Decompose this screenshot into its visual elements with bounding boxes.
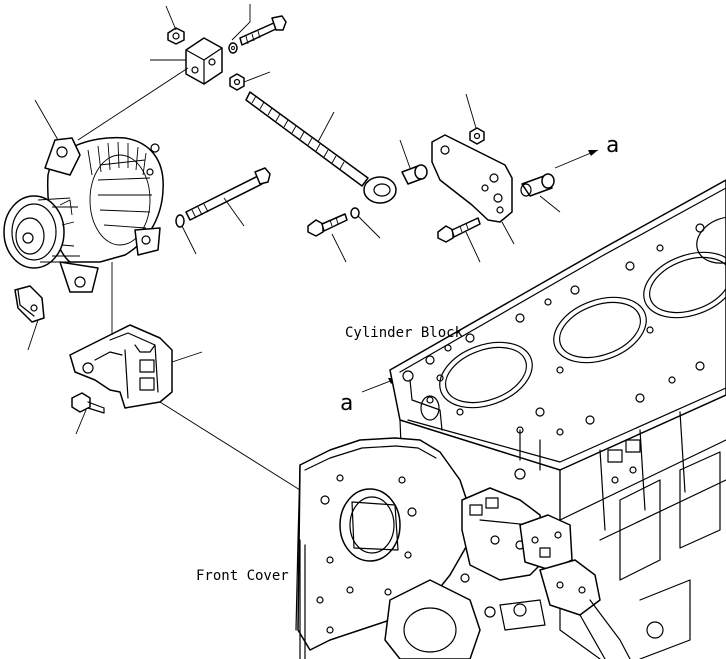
cylinder-block [389,179,726,659]
adjust-block [185,37,223,85]
alternator-long-bolt [185,167,271,221]
view-a-arrow-upper [554,149,599,169]
washer-lower-middle [350,207,360,219]
view-a-label-lower: a [340,391,353,416]
cylinder-block-label: Cylinder Block [345,325,464,341]
plate-bolt [437,217,481,243]
alternator [3,136,164,293]
front-cover [295,437,631,659]
leader-lines [27,4,561,491]
nut-top [167,27,185,45]
wire-clip [14,285,45,323]
spacer-collar-right [520,173,555,197]
view-a-label-upper: a [606,133,619,158]
nut-middle [229,73,245,91]
washer-top [228,42,238,54]
alternator-bracket [69,324,173,409]
bolt-lower-middle [307,213,348,237]
front-cover-label: Front Cover [196,568,289,584]
support-plate [431,134,513,223]
bolt-top [239,15,287,46]
bracket-bolt [71,392,105,414]
plate-nut [469,127,485,145]
adjusting-rod [245,91,397,204]
spacer-collar-left [401,164,428,185]
washer-alternator [175,214,185,228]
